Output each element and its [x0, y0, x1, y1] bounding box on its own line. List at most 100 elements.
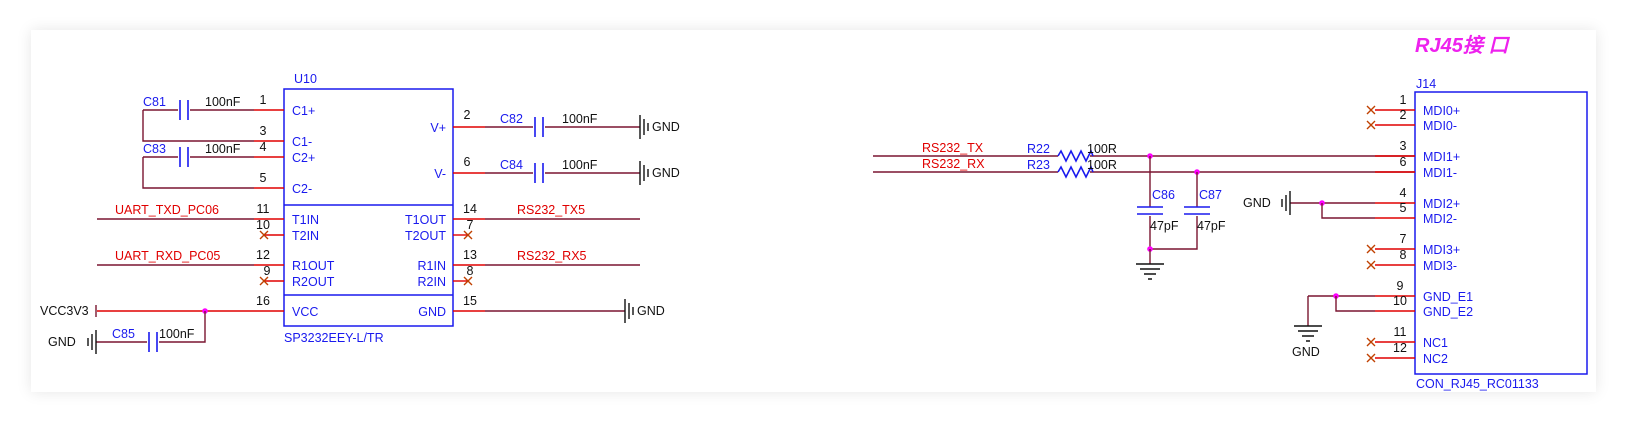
u10-pin-label: C1+: [292, 104, 315, 118]
pin-number: 2: [464, 108, 471, 122]
resistor-ref: R23: [1027, 158, 1050, 172]
j14-pin-label: MDI3-: [1423, 259, 1457, 273]
u10-pin-label: V-: [434, 167, 446, 181]
u10-pin-label: T2OUT: [405, 229, 446, 243]
j14-pin-label: MDI2+: [1423, 197, 1460, 211]
pin-number: 9: [1397, 279, 1404, 293]
j14-pin-label: GND_E1: [1423, 290, 1473, 304]
capacitor-c82: C82 100nF: [485, 112, 640, 137]
capacitor-c81: C81 100nF: [142, 95, 254, 142]
pin-number: 10: [1393, 294, 1407, 308]
pin-number: 11: [257, 202, 270, 216]
u10-part: SP3232EEY-L/TR: [284, 331, 384, 345]
j14-part: CON_RJ45_RC01133: [1416, 377, 1539, 391]
gnd-label: GND: [652, 120, 680, 134]
schematic-sheet: [31, 30, 1596, 392]
j14-pin-label: MDI2-: [1423, 212, 1457, 226]
cap-ref: C82: [500, 112, 523, 126]
pin-number: 5: [1400, 201, 1407, 215]
j14-pin-label: NC1: [1423, 336, 1448, 350]
no-connect-icon: [1366, 105, 1376, 115]
no-connect-icon: [463, 276, 473, 286]
pin-number: 1: [260, 93, 267, 107]
pin-number: 3: [260, 124, 267, 138]
cap-value: 47pF: [1150, 219, 1179, 233]
net-uart-txd: UART_TXD_PC06: [115, 203, 219, 217]
cap-ref: C87: [1199, 188, 1222, 202]
u10-pin-label: GND: [418, 305, 446, 319]
gnd-label: GND: [48, 335, 76, 349]
j14-pin-label: MDI1+: [1423, 150, 1460, 164]
pin-number: 8: [1400, 248, 1407, 262]
pin-number: 13: [463, 248, 477, 262]
pin-number: 10: [256, 218, 270, 232]
ground-icon: [87, 330, 97, 354]
pin-number: 6: [464, 155, 471, 169]
no-connect-icon: [463, 230, 473, 240]
net-rs232-rx: RS232_RX: [922, 157, 985, 171]
j14-pin-label: MDI1-: [1423, 166, 1457, 180]
no-connect-icon: [1366, 353, 1376, 363]
capacitor-c84: C84 100nF: [485, 158, 640, 183]
capacitor-c83: C83 100nF: [142, 142, 254, 189]
u10-pin-label: V+: [430, 121, 446, 135]
cap-ref: C83: [143, 142, 166, 156]
u10-pin-label: T1OUT: [405, 213, 446, 227]
pin-number: 12: [256, 248, 270, 262]
j14-pin-label: MDI3+: [1423, 243, 1460, 257]
no-connect-icon: [259, 230, 269, 240]
ground-icon: [1136, 263, 1164, 280]
pin-number: 14: [463, 202, 477, 216]
net-uart-rxd: UART_RXD_PC05: [115, 249, 220, 263]
gnd-label: GND: [652, 166, 680, 180]
cap-ref: C86: [1152, 188, 1175, 202]
pin-number: 9: [264, 264, 271, 278]
pin-number: 6: [1400, 155, 1407, 169]
j14-body: [1414, 91, 1588, 375]
cap-ref: C84: [500, 158, 523, 172]
pin-number: 12: [1393, 341, 1407, 355]
pin-number: 15: [463, 294, 477, 308]
pin-number: 4: [260, 140, 267, 154]
u10-pin-label: C2+: [292, 151, 315, 165]
u10-pin-label: R1OUT: [292, 259, 335, 273]
resistor-ref: R22: [1027, 142, 1050, 156]
u10-pin-label: VCC: [292, 305, 318, 319]
no-connect-icon: [1366, 120, 1376, 130]
net-rs232-rx5: RS232_RX5: [517, 249, 587, 263]
cap-value: 100nF: [205, 95, 241, 109]
cap-ref: C81: [143, 95, 166, 109]
no-connect-icon: [1366, 244, 1376, 254]
section-title: RJ45接 口: [1415, 34, 1510, 57]
u10-chip: U10 SP3232EEY-L/TR C1+ C1- C2+ C2- T1IN …: [254, 72, 485, 345]
ground-icon: [1294, 325, 1322, 342]
pin-number: 7: [467, 218, 474, 232]
u10-body: [283, 88, 454, 327]
cap-value: 100nF: [562, 158, 598, 172]
resistor-value: 100R: [1087, 158, 1117, 172]
j14-pin-label: MDI0+: [1423, 104, 1460, 118]
pin-number: 2: [1400, 108, 1407, 122]
pin-number: 3: [1400, 139, 1407, 153]
no-connect-icon: [259, 276, 269, 286]
capacitor-c85: C85 100nF: [96, 311, 206, 352]
u10-pin-label: R1IN: [418, 259, 446, 273]
pin-number: 8: [467, 264, 474, 278]
ground-icon: [624, 299, 634, 323]
gnd-label: GND: [1292, 345, 1320, 359]
resistor-value: 100R: [1087, 142, 1117, 156]
no-connect-icon: [1366, 260, 1376, 270]
net-rs232-tx5: RS232_TX5: [517, 203, 585, 217]
cap-value: 100nF: [562, 112, 598, 126]
pin-number: 1: [1400, 93, 1407, 107]
pin-number: 4: [1400, 186, 1407, 200]
gnd-label: GND: [637, 304, 665, 318]
cap-value: 47pF: [1197, 219, 1226, 233]
u10-pin-label: C1-: [292, 135, 312, 149]
pin-number: 11: [1394, 325, 1407, 339]
net-vcc: VCC3V3: [40, 304, 89, 318]
resistor-r22: R22 100R: [1027, 142, 1117, 163]
pin-number: 7: [1400, 232, 1407, 246]
resistor-r23: R23 100R: [1027, 158, 1117, 179]
